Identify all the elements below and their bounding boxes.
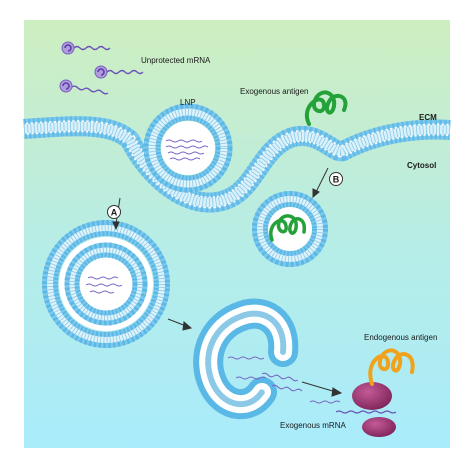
exogenous-antigen-icon [304,90,348,126]
mrna-cap-icon [59,79,109,95]
endosome-b [252,191,328,267]
ecm-label: ECM [419,113,437,122]
pathway-marker-a: A [107,205,121,219]
mrna-cap-icon [61,41,111,55]
pathway-marker-b: B [329,172,343,186]
exogenous-mrna-label: Exogenous mRNA [280,421,346,430]
unprotected-mrna-group [59,41,144,95]
ruptured-endosome [193,298,341,420]
internalized-antigen-icon [269,214,306,242]
unprotected-mrna-label: Unprotected mRNA [141,56,211,65]
pathway-arrows [112,167,343,397]
mrna-cap-icon [94,65,144,79]
endosome-mrna-cargo [85,276,123,294]
endogenous-antigen-icon [368,348,415,386]
pathway-a-label: A [111,208,118,218]
ribosome-icon [335,382,397,437]
lnp-label: LNP [180,98,196,107]
released-mrna [227,356,341,404]
lnp-particle [143,103,233,193]
endosome-a [42,220,170,348]
plasma-membrane [23,116,451,213]
pathway-b-label: B [333,175,340,185]
exogenous-antigen-label: Exogenous antigen [240,87,309,96]
endogenous-antigen-label: Endogenous antigen [364,333,437,342]
cytosol-label: Cytosol [407,161,436,170]
lnp-mrna-cargo [165,139,209,161]
